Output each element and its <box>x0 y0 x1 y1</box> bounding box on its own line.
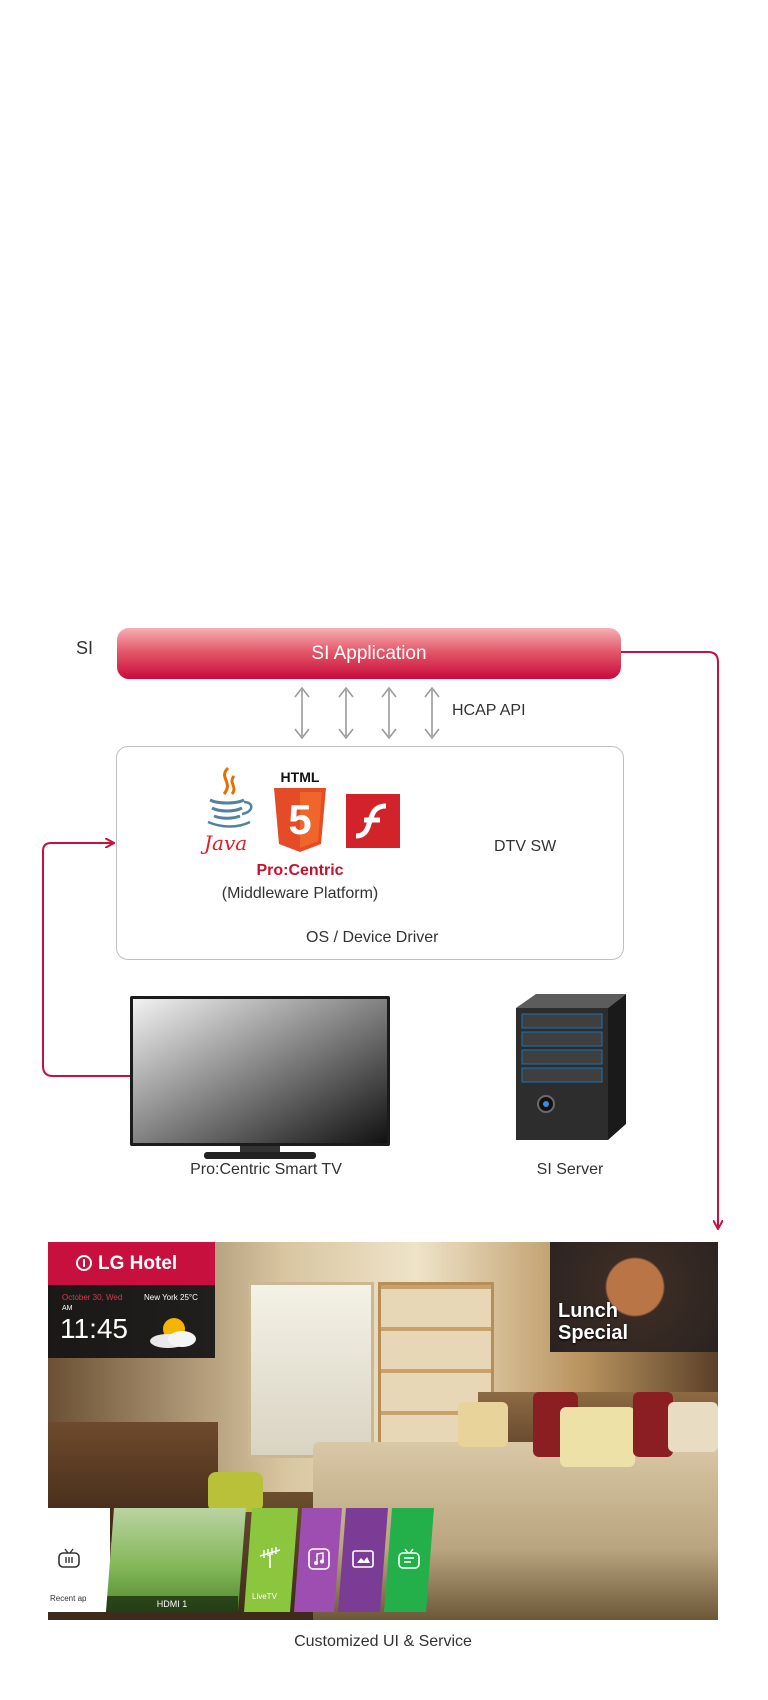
tile-tv-guide[interactable] <box>384 1508 434 1612</box>
pillow <box>633 1392 673 1457</box>
procentric-subtitle: (Middleware Platform) <box>221 885 379 902</box>
flash-logo-icon <box>346 794 400 848</box>
tile-video[interactable] <box>338 1508 388 1612</box>
si-server-icon <box>516 994 626 1140</box>
music-icon <box>308 1548 330 1570</box>
tv-caption: Pro:Centric Smart TV <box>190 1161 342 1178</box>
pillow <box>458 1402 508 1447</box>
room-window <box>248 1282 374 1458</box>
sun-cloud-icon <box>150 1318 196 1348</box>
app-to-ui-arrow <box>621 651 718 1228</box>
clock-ampm: AM <box>62 1305 73 1312</box>
html5-logo-number: 5 <box>288 796 311 843</box>
tv-to-middleware-arrow <box>42 843 130 1077</box>
lunch-special-promo[interactable]: Lunch Special <box>550 1242 718 1352</box>
si-label: SI <box>76 638 94 658</box>
html5-logo-icon: HTML 5 <box>274 769 326 852</box>
smart-tv-icon <box>130 996 390 1159</box>
clock-time: 11:45 <box>60 1313 128 1344</box>
lg-logo-icon <box>76 1255 92 1271</box>
pillow <box>560 1407 635 1467</box>
recent-apps-icon <box>58 1548 80 1568</box>
promo-line-2: Special <box>558 1322 629 1344</box>
java-logo-text: Java <box>200 831 247 854</box>
clock-date: October 30, Wed <box>62 1293 123 1302</box>
tv-guide-icon <box>398 1548 420 1569</box>
dtv-sw-label: DTV SW <box>494 838 557 855</box>
pillow <box>668 1402 718 1452</box>
java-logo-icon: Java <box>200 766 253 854</box>
launcher-bar: Recent ap HDMI 1 LiveTV <box>48 1508 718 1620</box>
tile-recent-apps[interactable]: Recent ap <box>48 1508 110 1612</box>
antenna-icon <box>259 1547 281 1568</box>
hcap-api-arrows <box>294 686 440 740</box>
hotel-logo-panel: LG Hotel <box>48 1242 215 1285</box>
si-application-bar: SI Application <box>117 628 621 679</box>
server-caption: SI Server <box>536 1161 604 1178</box>
os-device-driver-label: OS / Device Driver <box>306 929 439 946</box>
html5-logo-text: HTML <box>281 769 320 785</box>
promo-line-1: Lunch <box>558 1300 618 1322</box>
tile-live-tv[interactable]: LiveTV <box>244 1508 298 1612</box>
clock-weather-panel: October 30, Wed New York 25°C AM 11:45 <box>48 1285 215 1358</box>
tile-music[interactable] <box>294 1508 342 1612</box>
weather-city: New York 25°C <box>144 1293 198 1302</box>
hotel-brand: LG Hotel <box>98 1253 178 1274</box>
tile-recent-label: Recent ap <box>50 1594 87 1603</box>
tile-live-tv-label: LiveTV <box>252 1592 277 1601</box>
procentric-title: Pro:Centric <box>256 862 344 879</box>
hcap-api-label: HCAP API <box>452 702 526 719</box>
tile-hdmi-1[interactable]: HDMI 1 <box>106 1508 246 1612</box>
ui-caption: Customized UI & Service <box>294 1633 472 1650</box>
tile-hdmi-label: HDMI 1 <box>106 1596 238 1612</box>
video-icon <box>352 1550 374 1568</box>
customized-hotel-ui: LG Hotel October 30, Wed New York 25°C A… <box>48 1242 718 1620</box>
middleware-box <box>116 746 624 960</box>
room-chair <box>208 1472 263 1512</box>
